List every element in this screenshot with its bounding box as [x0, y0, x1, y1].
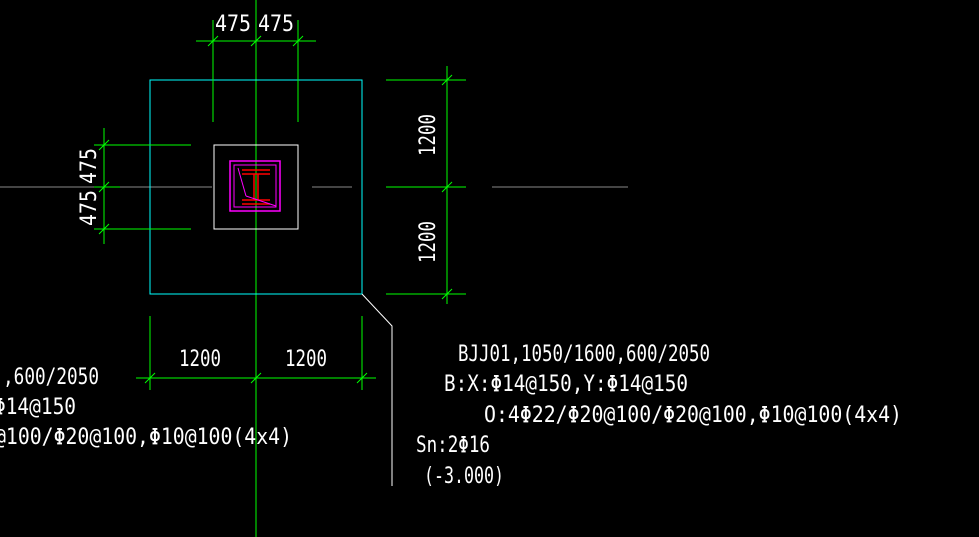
dimension-top[interactable]: [196, 10, 316, 122]
dimension-left[interactable]: [94, 128, 191, 244]
partial-annotation-line-2: Φ14@150: [0, 395, 76, 420]
axis-lines: [0, 0, 628, 537]
annotation-line-2: B:X:Φ14@150,Y:Φ14@150: [444, 372, 688, 397]
column-lead-line: [237, 167, 247, 197]
pedestal-outline[interactable]: [213, 144, 299, 230]
annotation-line-4: Sn:2Φ16: [416, 433, 490, 458]
dim-right-upper-text: 1200: [416, 114, 441, 156]
dim-right-lower-text: 1200: [416, 221, 441, 263]
dim-top-right-text: 475: [258, 12, 294, 37]
annotation-line-1: BJJ01,1050/1600,600/2050: [458, 342, 710, 367]
column-outline-outer: [229, 160, 281, 212]
dim-bottom-right-text: 1200: [285, 347, 327, 372]
steel-column[interactable]: [229, 160, 281, 212]
dim-left-upper-text: 475: [77, 148, 102, 184]
dim-bottom-left-text: 1200: [179, 347, 221, 372]
dim-top-left-text: 475: [215, 12, 251, 37]
footing-annotation[interactable]: BJJ01,1050/1600,600/2050 B:X:Φ14@150,Y:Φ…: [416, 342, 902, 489]
annotation-leader-line: [361, 293, 393, 486]
annotation-line-5: (-3.000): [424, 464, 504, 489]
dimension-right[interactable]: [386, 66, 466, 304]
partial-annotation-line-3: @100/Φ20@100,Φ10@100(4x4): [0, 425, 292, 450]
i-beam-section: [242, 169, 270, 205]
column-outline-inner: [233, 164, 277, 208]
partial-annotation-line-1: ,600/2050: [3, 365, 99, 390]
partial-annotation[interactable]: ,600/2050 Φ14@150 @100/Φ20@100,Φ10@100(4…: [0, 365, 292, 450]
dim-left-lower-text: 475: [77, 190, 102, 226]
annotation-line-3: O:4Φ22/Φ20@100/Φ20@100,Φ10@100(4x4): [484, 403, 902, 428]
footing-outline[interactable]: [149, 79, 363, 295]
column-lead-line-2: [245, 195, 277, 207]
dimension-bottom[interactable]: [136, 316, 376, 390]
